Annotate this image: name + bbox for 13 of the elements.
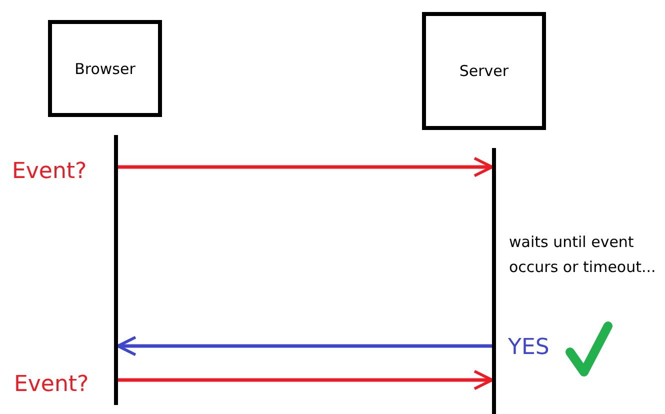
participant-name: Server	[459, 62, 509, 80]
participant-box	[422, 12, 546, 130]
participant-box	[48, 20, 162, 117]
lifeline	[492, 148, 496, 414]
event-label: Event?	[12, 158, 87, 186]
note-text: waits until event occurs or timeout...	[509, 232, 657, 278]
message-arrow	[118, 156, 494, 178]
event-label: Event?	[14, 371, 89, 399]
participant-name: Browser	[74, 60, 136, 78]
message-arrow	[116, 336, 492, 356]
message-arrow	[118, 370, 494, 390]
response-label: YES	[508, 334, 550, 362]
lifeline	[114, 135, 118, 405]
